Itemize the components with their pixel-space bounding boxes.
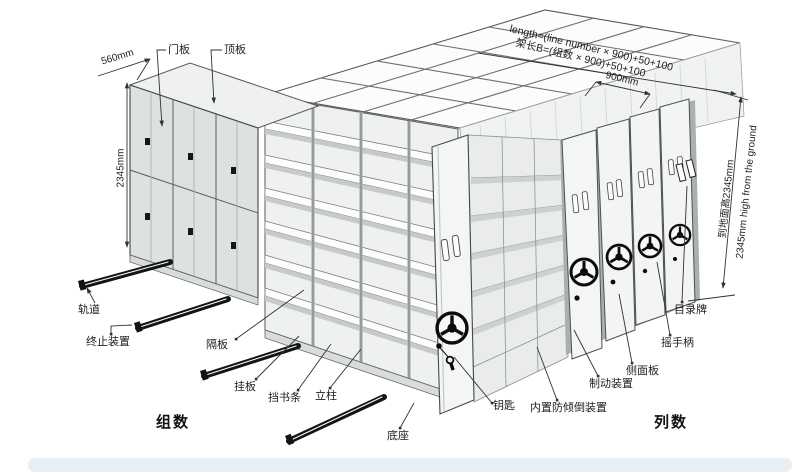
- label-base: 底座: [387, 430, 409, 442]
- floor-rails: [78, 259, 387, 446]
- mobile-unit-panels: [560, 98, 700, 360]
- label-anti-tip-device: 内置防倾倒装置: [530, 402, 607, 414]
- open-shelving-front: [264, 95, 459, 404]
- label-hanging-board: 挂板: [234, 381, 256, 393]
- cabinet-base: [129, 254, 259, 306]
- label-key: 钥匙: [493, 400, 515, 412]
- leader-lines: [86, 49, 688, 430]
- crank-wheel-icon: [637, 233, 663, 259]
- crank-wheel-icon: [668, 223, 692, 247]
- dim-height-left: 2345mm: [115, 148, 127, 188]
- label-top-panel: 顶板: [224, 44, 246, 56]
- crank-wheel-icon: [605, 243, 633, 271]
- label-upright-column: 立柱: [315, 390, 337, 402]
- end-panel-front: [431, 134, 475, 415]
- label-group-count: 组数: [156, 414, 191, 431]
- label-brake-device: 制动装置: [589, 378, 633, 390]
- catalog-plate: [675, 158, 697, 183]
- label-partition-board: 隔板: [206, 339, 228, 351]
- label-end-stop-device: 终止装置: [86, 336, 130, 348]
- footer-strip: [28, 458, 792, 472]
- crank-wheel-icon: [569, 257, 599, 287]
- end-panel-4: [629, 108, 666, 326]
- label-rail: 轨道: [78, 304, 100, 316]
- door-handles: [145, 138, 236, 249]
- upright-columns: [311, 104, 411, 378]
- label-book-stop-strip: 挡书条: [268, 392, 301, 404]
- end-panel-3: [596, 118, 636, 342]
- label-column-count: 列数: [654, 414, 689, 431]
- key-icon: [436, 343, 455, 371]
- top-frame-grid: [264, 9, 741, 129]
- dimension-lines: [97, 52, 749, 302]
- label-side-panel: 侧面板: [626, 365, 659, 377]
- crank-wheel-icon: [435, 311, 469, 345]
- aisle-shelving: [467, 134, 569, 403]
- end-panel-2: [561, 129, 603, 360]
- cabinet-group: [128, 62, 320, 306]
- end-panel-5: [659, 98, 697, 313]
- label-catalog-plate: 目录牌: [674, 304, 707, 316]
- label-crank-handle: 摇手柄: [661, 337, 694, 349]
- label-door-panel: 门板: [168, 44, 190, 56]
